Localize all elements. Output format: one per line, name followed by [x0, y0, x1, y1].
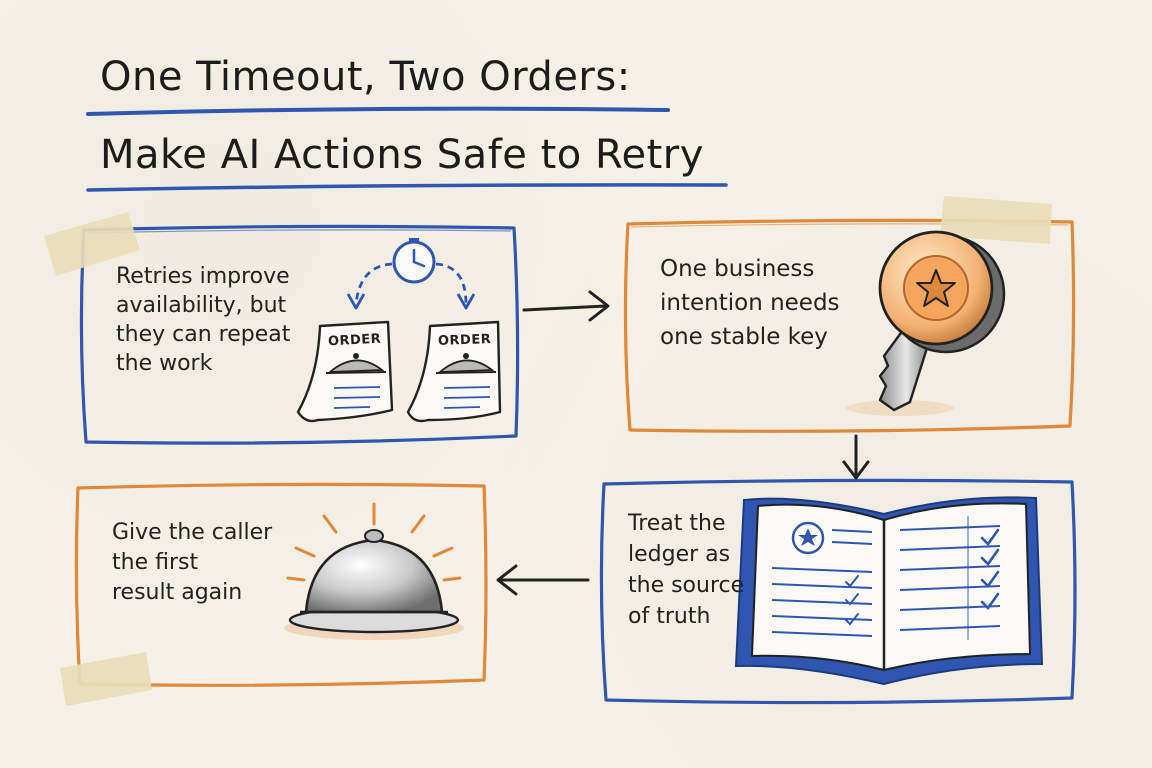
cloche-rays: [286, 502, 462, 582]
card-text-line: of truth: [628, 604, 711, 629]
card-text-line: Treat the: [628, 511, 726, 536]
card-result-text: Give the caller the first result again: [112, 518, 272, 608]
card-text-line: Give the caller: [112, 520, 273, 545]
card-ledger: [599, 478, 1077, 705]
card-text-line: Retries improve: [116, 264, 290, 289]
card-retries: [79, 224, 520, 445]
arrow-down-icon: [842, 434, 870, 480]
card-text-line: intention needs: [660, 290, 840, 316]
ledger-book-icon: [734, 496, 1044, 686]
order-ticket-label: ORDER: [437, 332, 492, 349]
tape-top-left: [44, 212, 140, 276]
card-text-line: one stable key: [660, 324, 828, 350]
serving-cloche-icon: [284, 529, 464, 640]
card-text-line: One business: [660, 256, 815, 282]
clock-icon: [392, 238, 436, 284]
card-text-line: they can repeat: [116, 322, 291, 347]
key-icon: [846, 230, 1006, 416]
title-line-2: Make AI Actions Safe to Retry: [100, 132, 704, 178]
title-underline-1: [86, 106, 670, 116]
card-text-line: the work: [116, 351, 213, 376]
card-retries-text: Retries improve availability, but they c…: [116, 262, 290, 378]
card-text-line: ledger as: [628, 542, 731, 567]
order-ticket-icon: [406, 320, 502, 423]
card-text-line: the source: [628, 573, 745, 598]
card-result: [74, 482, 488, 687]
card-ledger-text: Treat the ledger as the source of truth: [628, 508, 744, 632]
checkmark-icon: [845, 528, 1000, 626]
arrow-left-icon: [496, 564, 590, 596]
card-text-line: the first: [112, 550, 199, 575]
card-key-text: One business intention needs one stable …: [660, 252, 840, 354]
star-icon: [916, 269, 956, 307]
retry-dashed-arrows: [346, 262, 476, 310]
title-line-1: One Timeout, Two Orders:: [100, 54, 631, 100]
order-ticket-icon: [296, 320, 394, 423]
title-underline-2: [86, 183, 728, 192]
card-text-line: availability, but: [116, 293, 287, 318]
order-ticket-label: ORDER: [327, 331, 382, 350]
tape-bottom-left: [60, 652, 152, 706]
arrow-right-icon: [522, 290, 610, 322]
tape-top-right: [940, 196, 1052, 244]
card-text-line: result again: [112, 580, 243, 605]
